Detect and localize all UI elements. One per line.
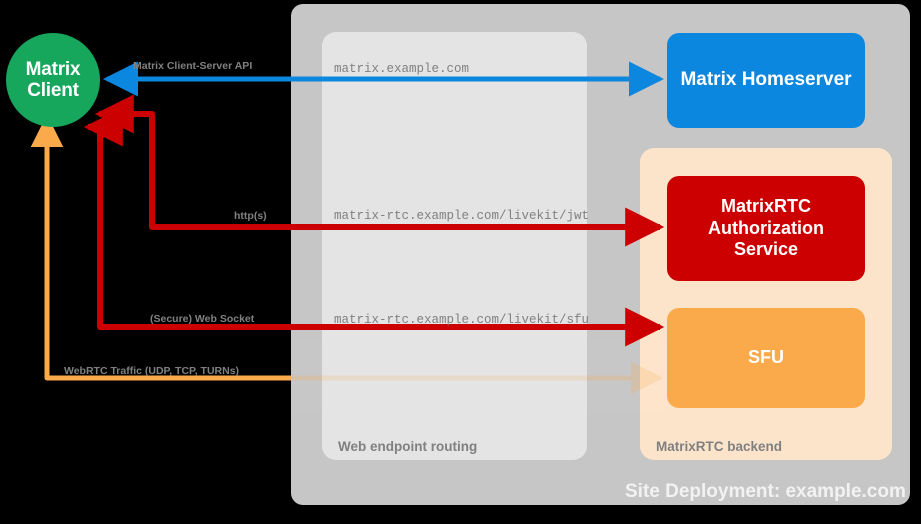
caption-matrixrtc-backend: MatrixRTC backend (656, 439, 783, 454)
endpoint-url-homeserver: matrix.example.com (334, 62, 470, 76)
node-auth-service-label: MatrixRTC Authorization Service (708, 196, 824, 261)
node-sfu-label: SFU (748, 347, 784, 368)
node-matrixrtc-authorization-service[interactable]: MatrixRTC Authorization Service (667, 176, 865, 281)
caption-web-endpoint-routing: Web endpoint routing (338, 439, 478, 454)
flow-sfu-websocket (83, 107, 665, 347)
flow-label-websocket: (Secure) Web Socket (150, 313, 255, 325)
site-deployment-title: Site Deployment: example.com (625, 481, 906, 502)
node-matrix-homeserver-label: Matrix Homeserver (680, 69, 852, 91)
endpoint-url-jwt: matrix-rtc.example.com/livekit/jwt (334, 209, 590, 223)
flow-label-client-server-api: Matrix Client-Server API (133, 60, 253, 72)
auth-label-line3: Service (733, 239, 799, 260)
flow-label-https: http(s) (234, 210, 267, 222)
node-sfu[interactable]: SFU (667, 308, 865, 408)
flow-label-webrtc: WebRTC Traffic (UDP, TCP, TURNs) (64, 365, 240, 377)
auth-label-line1: MatrixRTC (720, 196, 811, 217)
node-matrix-client[interactable]: Matrix Client (6, 33, 100, 127)
flow-webrtc-media (30, 114, 664, 395)
endpoint-url-sfu: matrix-rtc.example.com/livekit/sfu (334, 313, 590, 327)
node-matrix-client-label: Matrix Client (26, 59, 81, 102)
client-label-line2: Client (27, 80, 79, 101)
auth-label-line2: Authorization (708, 217, 824, 238)
client-label-line1: Matrix (25, 58, 81, 80)
node-matrix-homeserver[interactable]: Matrix Homeserver (667, 33, 865, 128)
